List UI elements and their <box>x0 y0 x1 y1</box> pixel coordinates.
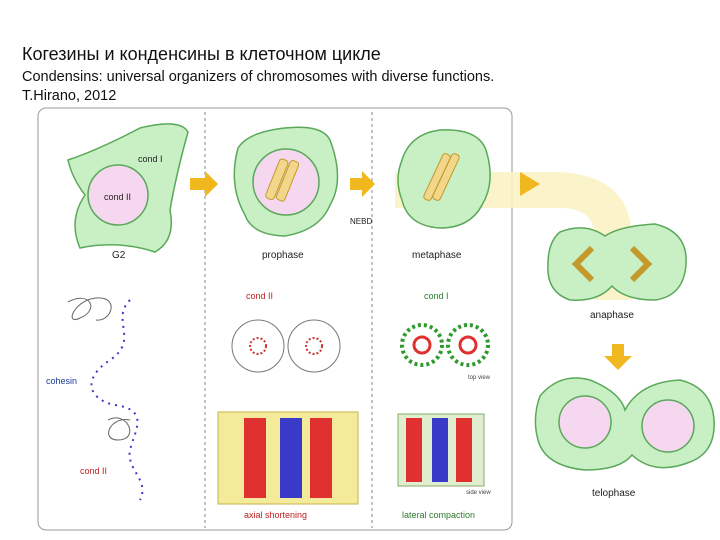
slide-title: Когезины и конденсины в клеточном цикле <box>22 44 381 64</box>
prophase-chromosome-a <box>265 158 289 201</box>
label-cohesin: cohesin <box>46 376 77 386</box>
metaphase-chromosome-b <box>432 153 460 201</box>
stage-prophase: prophase <box>262 250 304 261</box>
rosette-right-core <box>305 337 323 355</box>
arrow-metaphase-to-anaphase <box>520 172 540 196</box>
rosette-left-core <box>249 337 267 355</box>
label-axial-shortening: axial shortening <box>244 510 307 520</box>
label-side-view: side view <box>466 490 491 496</box>
prophase-cell <box>233 126 339 237</box>
top-view-core-right <box>458 335 478 355</box>
label-top-view: top view <box>468 375 491 381</box>
chromatin-fiber <box>67 297 144 501</box>
figure-frame <box>37 107 513 531</box>
rosette-right <box>287 319 341 373</box>
rosette-left <box>231 319 285 373</box>
label-nebd: NEBD <box>350 217 372 226</box>
rosette-prophase <box>231 319 341 373</box>
chromatin-loops-lower <box>107 417 131 441</box>
chromatin-loops-upper <box>67 297 112 321</box>
stage-telophase: telophase <box>592 488 636 499</box>
metaphase-cell <box>397 129 491 229</box>
stage-anaphase: anaphase <box>590 310 634 321</box>
anaphase-cell <box>547 223 687 301</box>
telophase-nucleus-left <box>558 395 612 449</box>
slide-subtitle: Condensins: universal organizers of chro… <box>22 69 495 85</box>
anaphase-chromatid-right <box>629 245 653 283</box>
arrow-anaphase-to-telophase <box>604 344 632 370</box>
g2-cell <box>67 123 189 253</box>
stage-metaphase: metaphase <box>412 250 462 261</box>
arrow-prophase-to-metaphase <box>350 171 375 197</box>
label-cond-ii-lower: cond II <box>80 466 107 476</box>
slide-citation: T.Hirano, 2012 <box>22 88 117 104</box>
label-cond-i-metaphase: cond I <box>424 291 449 301</box>
stage-g2: G2 <box>112 250 126 261</box>
label-cond-i-g2: cond I <box>138 154 163 164</box>
lateral-red-column-b <box>456 418 472 482</box>
telophase-cells <box>534 377 715 471</box>
axial-red-column-a <box>244 418 266 498</box>
anaphase-chromatid-left <box>571 245 595 283</box>
anaphase-cytoplasm <box>547 223 687 301</box>
top-view-ring-right <box>446 323 490 367</box>
axial-red-column-b <box>310 418 332 498</box>
lateral-red-column-a <box>406 418 422 482</box>
top-view-ring-left <box>400 323 444 367</box>
telophase-nucleus-right <box>641 399 695 453</box>
arrow-g2-to-prophase <box>190 171 218 197</box>
g2-nucleus <box>87 164 149 226</box>
top-view-core-left <box>412 335 432 355</box>
label-cond-ii-prophase: cond II <box>246 291 273 301</box>
axial-blue-column <box>280 418 302 498</box>
label-cond-ii-g2: cond II <box>104 192 131 202</box>
prophase-chromosome-b <box>275 160 300 202</box>
lateral-blue-column <box>432 418 448 482</box>
label-lateral-compaction: lateral compaction <box>402 510 475 520</box>
